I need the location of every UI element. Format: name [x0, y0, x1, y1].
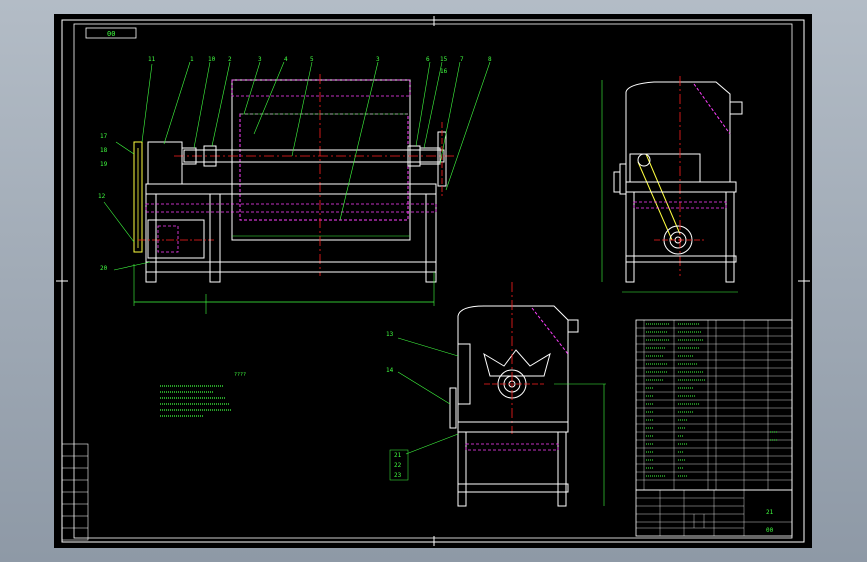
- callout-13: 13: [386, 331, 394, 338]
- side-frame-top: [625, 181, 737, 193]
- frame-bottom-beam: [145, 261, 437, 273]
- callout-3b: 3: [376, 56, 380, 63]
- callout-5: 5: [310, 56, 314, 63]
- callout-15: 15: [440, 56, 448, 63]
- front-leaders: [103, 61, 491, 271]
- side-wheel-hub: [613, 171, 621, 193]
- side-hidden-beam: [633, 201, 727, 209]
- section-spout: [567, 319, 579, 333]
- title-label-box: [85, 27, 137, 39]
- title-label-text: 00: [107, 30, 115, 38]
- callout-10: 10: [208, 56, 216, 63]
- callout-16: 16: [440, 68, 448, 75]
- revision-column: [61, 443, 89, 541]
- section-hopper: [457, 305, 569, 423]
- section-leg-left: [457, 431, 467, 507]
- drum-hidden-top: [231, 79, 411, 97]
- section-hidden-beam: [465, 443, 559, 451]
- callout-12: 12: [98, 193, 106, 200]
- callout-8: 8: [488, 56, 492, 63]
- side-leg-left: [625, 191, 635, 283]
- callout-3a: 3: [258, 56, 262, 63]
- callout-box: [389, 449, 409, 481]
- parts-list-frame: [635, 319, 793, 491]
- notes-title: ????: [234, 372, 246, 378]
- frame-leg-left: [145, 193, 157, 283]
- left-bearing: [203, 145, 217, 167]
- frame-leg-right: [425, 193, 437, 283]
- section-handwheel: [449, 387, 457, 429]
- callout-6: 6: [426, 56, 430, 63]
- hopper-hidden: [693, 83, 731, 135]
- cad-drawing: 00: [56, 16, 810, 546]
- section-frame-top: [457, 421, 569, 433]
- parts-list-entries: [646, 323, 778, 477]
- callout-4: 4: [284, 56, 288, 63]
- gearbox: [147, 141, 183, 185]
- parts-list-grid: [636, 320, 792, 490]
- frame-leg-mid: [209, 193, 221, 283]
- parts-list: 21 00: [635, 319, 793, 537]
- sheet-label: 21: [766, 509, 774, 516]
- section-leaders: [397, 337, 459, 455]
- callout-21: 21: [394, 452, 402, 459]
- callout-19: 19: [100, 161, 108, 168]
- title-block-grid: [636, 490, 792, 536]
- drawing-canvas: 00: [54, 14, 812, 548]
- frame-top-beam: [145, 183, 437, 195]
- callout-14: 14: [386, 367, 394, 374]
- drum-hidden-body: [239, 113, 409, 221]
- sheet-border: [61, 19, 805, 543]
- section-leg-right: [557, 431, 567, 507]
- technical-notes: ????: [160, 372, 246, 417]
- section-frame-bottom: [457, 483, 569, 493]
- belt-line-side-2: [637, 161, 673, 241]
- callout-22: 22: [394, 462, 402, 469]
- callout-7: 7: [460, 56, 464, 63]
- callout-18: 18: [100, 147, 108, 154]
- right-coupling: [419, 147, 441, 165]
- notes-lines: [160, 385, 232, 417]
- small-pulley: [637, 153, 651, 167]
- motor: [147, 219, 205, 259]
- drawing-number: 00: [766, 527, 774, 534]
- callout-17: 17: [100, 133, 108, 140]
- side-frame-bottom: [625, 255, 737, 263]
- front-view: 11 1 10 2 3 4 5 3 6 15 16 7 8 17 18 19 1…: [98, 56, 492, 314]
- rotor-blades: [483, 349, 551, 377]
- hopper-spout: [729, 101, 743, 115]
- callout-2: 2: [228, 56, 232, 63]
- callout-1: 1: [190, 56, 194, 63]
- frame-hidden-beam: [145, 203, 437, 213]
- callout-23: 23: [394, 472, 402, 479]
- section-side-plate: [457, 343, 471, 405]
- side-leg-right: [725, 191, 735, 283]
- sheet-inner-border: [73, 23, 793, 539]
- side-wheel: [619, 163, 627, 195]
- hopper-outline: [625, 81, 731, 183]
- section-view: 13 14 21 22 23: [386, 282, 606, 507]
- callout-11: 11: [148, 56, 156, 63]
- gearbox-flange: [181, 147, 197, 165]
- motor-hidden: [157, 225, 179, 253]
- drum-outline: [231, 79, 411, 241]
- belt-line-side: [645, 153, 681, 235]
- side-view-right: [601, 76, 743, 293]
- callout-20: 20: [100, 265, 108, 272]
- belt-guard: [133, 141, 143, 253]
